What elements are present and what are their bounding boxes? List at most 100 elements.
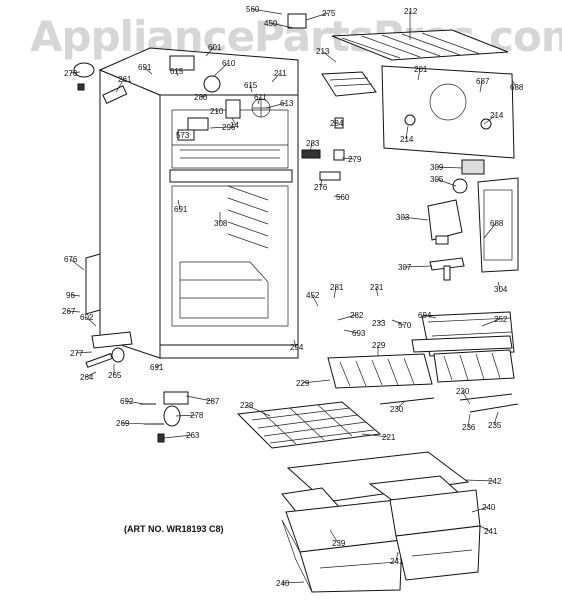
- leader-line-230: [395, 401, 405, 410]
- leader-line-270: [69, 71, 81, 74]
- leader-line-239: [329, 529, 339, 544]
- part-label-229: 229: [296, 379, 310, 388]
- part-label-235: 235: [488, 421, 502, 430]
- part-label-611: 611: [254, 93, 267, 102]
- part-label-303: 303: [396, 213, 410, 222]
- leader-line-201: [417, 68, 421, 81]
- part-label-688: 688: [510, 83, 524, 92]
- leader-line-287: [185, 395, 213, 402]
- leader-line-263: [163, 434, 193, 439]
- part-label-267: 267: [62, 307, 76, 316]
- leader-line-613: [265, 102, 287, 109]
- part-label-277: 277: [70, 349, 84, 358]
- part-label-239: 239: [332, 539, 346, 548]
- leader-line-228: [245, 404, 271, 417]
- leader-line-277: [75, 351, 93, 354]
- leader-line-676: [69, 258, 85, 271]
- leader-line-276: [319, 179, 323, 188]
- leader-line-96: [71, 294, 81, 297]
- part-label-231: 231: [370, 283, 384, 292]
- part-label-240: 240: [482, 503, 496, 512]
- leader-line-240: [281, 581, 305, 584]
- part-label-601: 601: [208, 43, 222, 52]
- leader-line-570: [391, 319, 405, 326]
- part-label-309: 309: [430, 163, 444, 172]
- part-label-560: 560: [336, 193, 350, 202]
- leader-line-14: [231, 117, 237, 126]
- leader-line-611: [257, 96, 261, 105]
- part-label-252: 252: [494, 315, 508, 324]
- part-label-691: 691: [150, 363, 164, 372]
- leader-line-241: [395, 551, 399, 562]
- leader-line-213: [321, 50, 337, 63]
- part-label-230: 230: [390, 405, 404, 414]
- part-label-688: 688: [490, 219, 504, 228]
- part-label-201: 201: [414, 65, 428, 74]
- part-label-270: 270: [64, 69, 78, 78]
- part-label-264: 264: [80, 373, 94, 382]
- leader-line-691: [177, 199, 181, 210]
- part-label-308: 308: [214, 219, 228, 228]
- part-label-214: 214: [490, 111, 504, 120]
- leader-line-305: [435, 178, 457, 187]
- leader-line-279: [341, 157, 355, 160]
- part-label-276: 276: [314, 183, 328, 192]
- leveling-hardware: [140, 391, 189, 443]
- leader-line-252: [481, 318, 501, 327]
- part-label-241: 241: [390, 557, 404, 566]
- leader-line-560: [333, 195, 343, 198]
- leader-line-214: [483, 114, 497, 125]
- part-label-281: 281: [330, 283, 344, 292]
- part-label-261: 261: [118, 75, 132, 84]
- leader-line-615: [249, 84, 253, 93]
- part-label-615: 615: [170, 67, 184, 76]
- part-label-296: 296: [222, 123, 236, 132]
- part-label-613: 613: [280, 99, 294, 108]
- part-label-211: 211: [274, 69, 287, 78]
- leader-line-240: [471, 506, 489, 513]
- crisper-drawers: [281, 451, 481, 593]
- part-label-452: 452: [306, 291, 320, 300]
- leader-line-241: [479, 525, 491, 532]
- shelves: [236, 311, 519, 449]
- part-label-265: 265: [108, 371, 122, 380]
- part-label-282: 282: [350, 311, 364, 320]
- leader-line-688: [511, 79, 517, 88]
- leader-line-242: [465, 479, 495, 482]
- part-label-610: 610: [222, 59, 236, 68]
- leader-line-602: [85, 316, 97, 327]
- leader-line-452: [311, 294, 319, 307]
- leader-line-693: [343, 329, 359, 334]
- part-label-278: 278: [190, 411, 204, 420]
- leader-line-280: [199, 95, 207, 98]
- part-label-691: 691: [174, 205, 188, 214]
- part-label-269: 269: [116, 419, 130, 428]
- leader-line-214: [405, 125, 409, 140]
- leader-line-283: [309, 142, 313, 153]
- part-label-287: 287: [206, 397, 220, 406]
- leader-line-307: [403, 265, 433, 268]
- part-label-570: 570: [398, 321, 412, 330]
- part-label-233: 233: [372, 319, 386, 328]
- leader-line-282: [337, 314, 357, 321]
- leader-line-694: [423, 314, 437, 319]
- part-label-693: 693: [352, 329, 366, 338]
- part-label-96: 96: [66, 291, 75, 300]
- part-label-212: 212: [404, 7, 418, 16]
- leader-line-236: [467, 413, 471, 428]
- part-label-214: 214: [400, 135, 414, 144]
- part-label-284: 284: [330, 119, 344, 128]
- leader-line-296: [209, 126, 229, 129]
- part-label-294: 294: [290, 343, 304, 352]
- leader-line-269: [121, 422, 149, 425]
- leader-line-687: [479, 80, 483, 93]
- control-housing: [427, 159, 519, 281]
- cabinet: [73, 47, 299, 368]
- part-label-307: 307: [398, 263, 412, 272]
- part-label-221: 221: [382, 433, 396, 442]
- leader-line-309: [435, 166, 463, 169]
- part-label-304: 304: [494, 285, 508, 294]
